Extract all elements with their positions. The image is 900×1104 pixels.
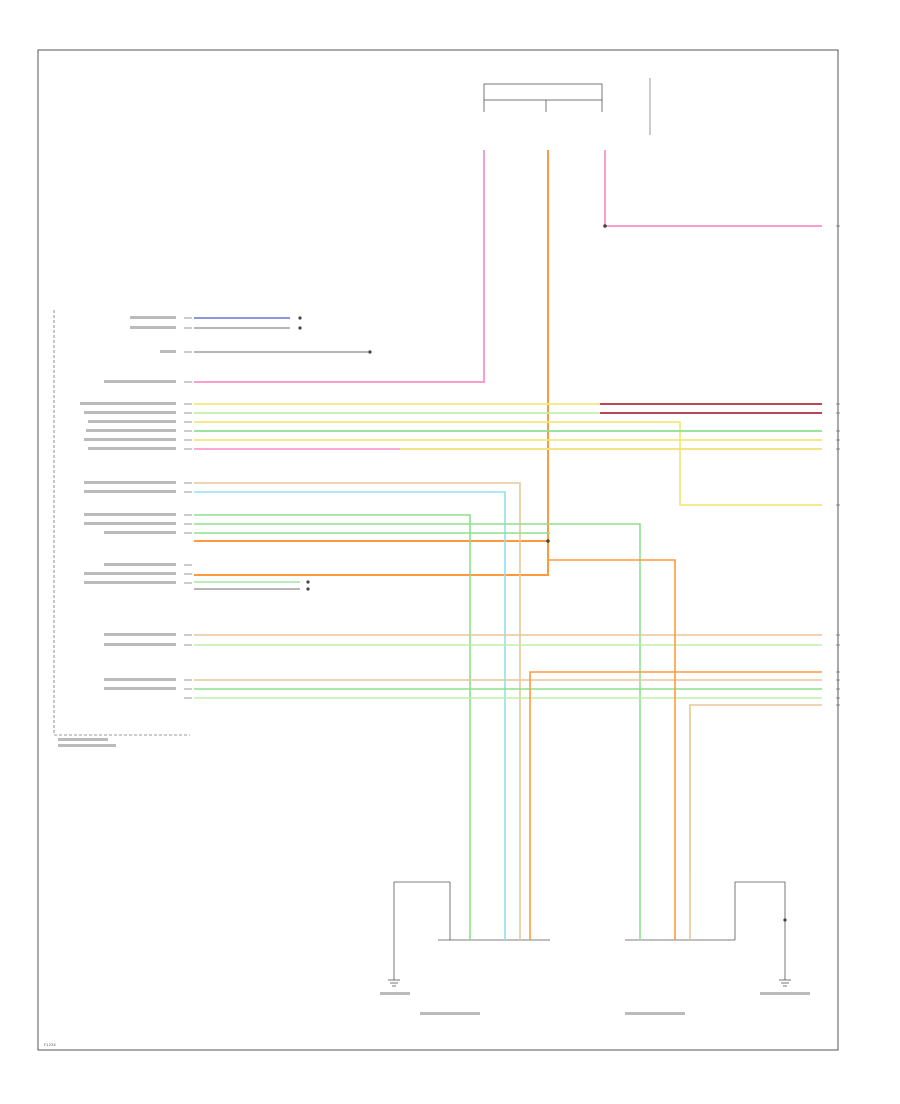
ground-icon	[388, 975, 400, 987]
wire-pink-feed	[194, 150, 822, 383]
wire-harness-upper	[194, 403, 822, 506]
footer-code: F1234	[44, 1042, 56, 1047]
wire-orange-feed	[194, 150, 549, 576]
wire-harness-middle	[194, 482, 641, 875]
left-seat-connector	[380, 881, 550, 1015]
fuse-block-outline	[483, 83, 603, 101]
bottom-wire-drops	[469, 875, 691, 940]
splice-dot-icon	[298, 224, 787, 922]
module-pin-labels	[58, 316, 176, 747]
fuse-block	[483, 78, 651, 135]
ground-icon	[779, 975, 791, 987]
wire-harness-lower	[194, 559, 822, 875]
diagram-border	[37, 49, 839, 1051]
right-seat-connector	[625, 881, 810, 1015]
wire-top-signals	[194, 317, 370, 590]
connector-arrow-icon	[836, 225, 840, 706]
module-connector-pins	[184, 317, 192, 699]
